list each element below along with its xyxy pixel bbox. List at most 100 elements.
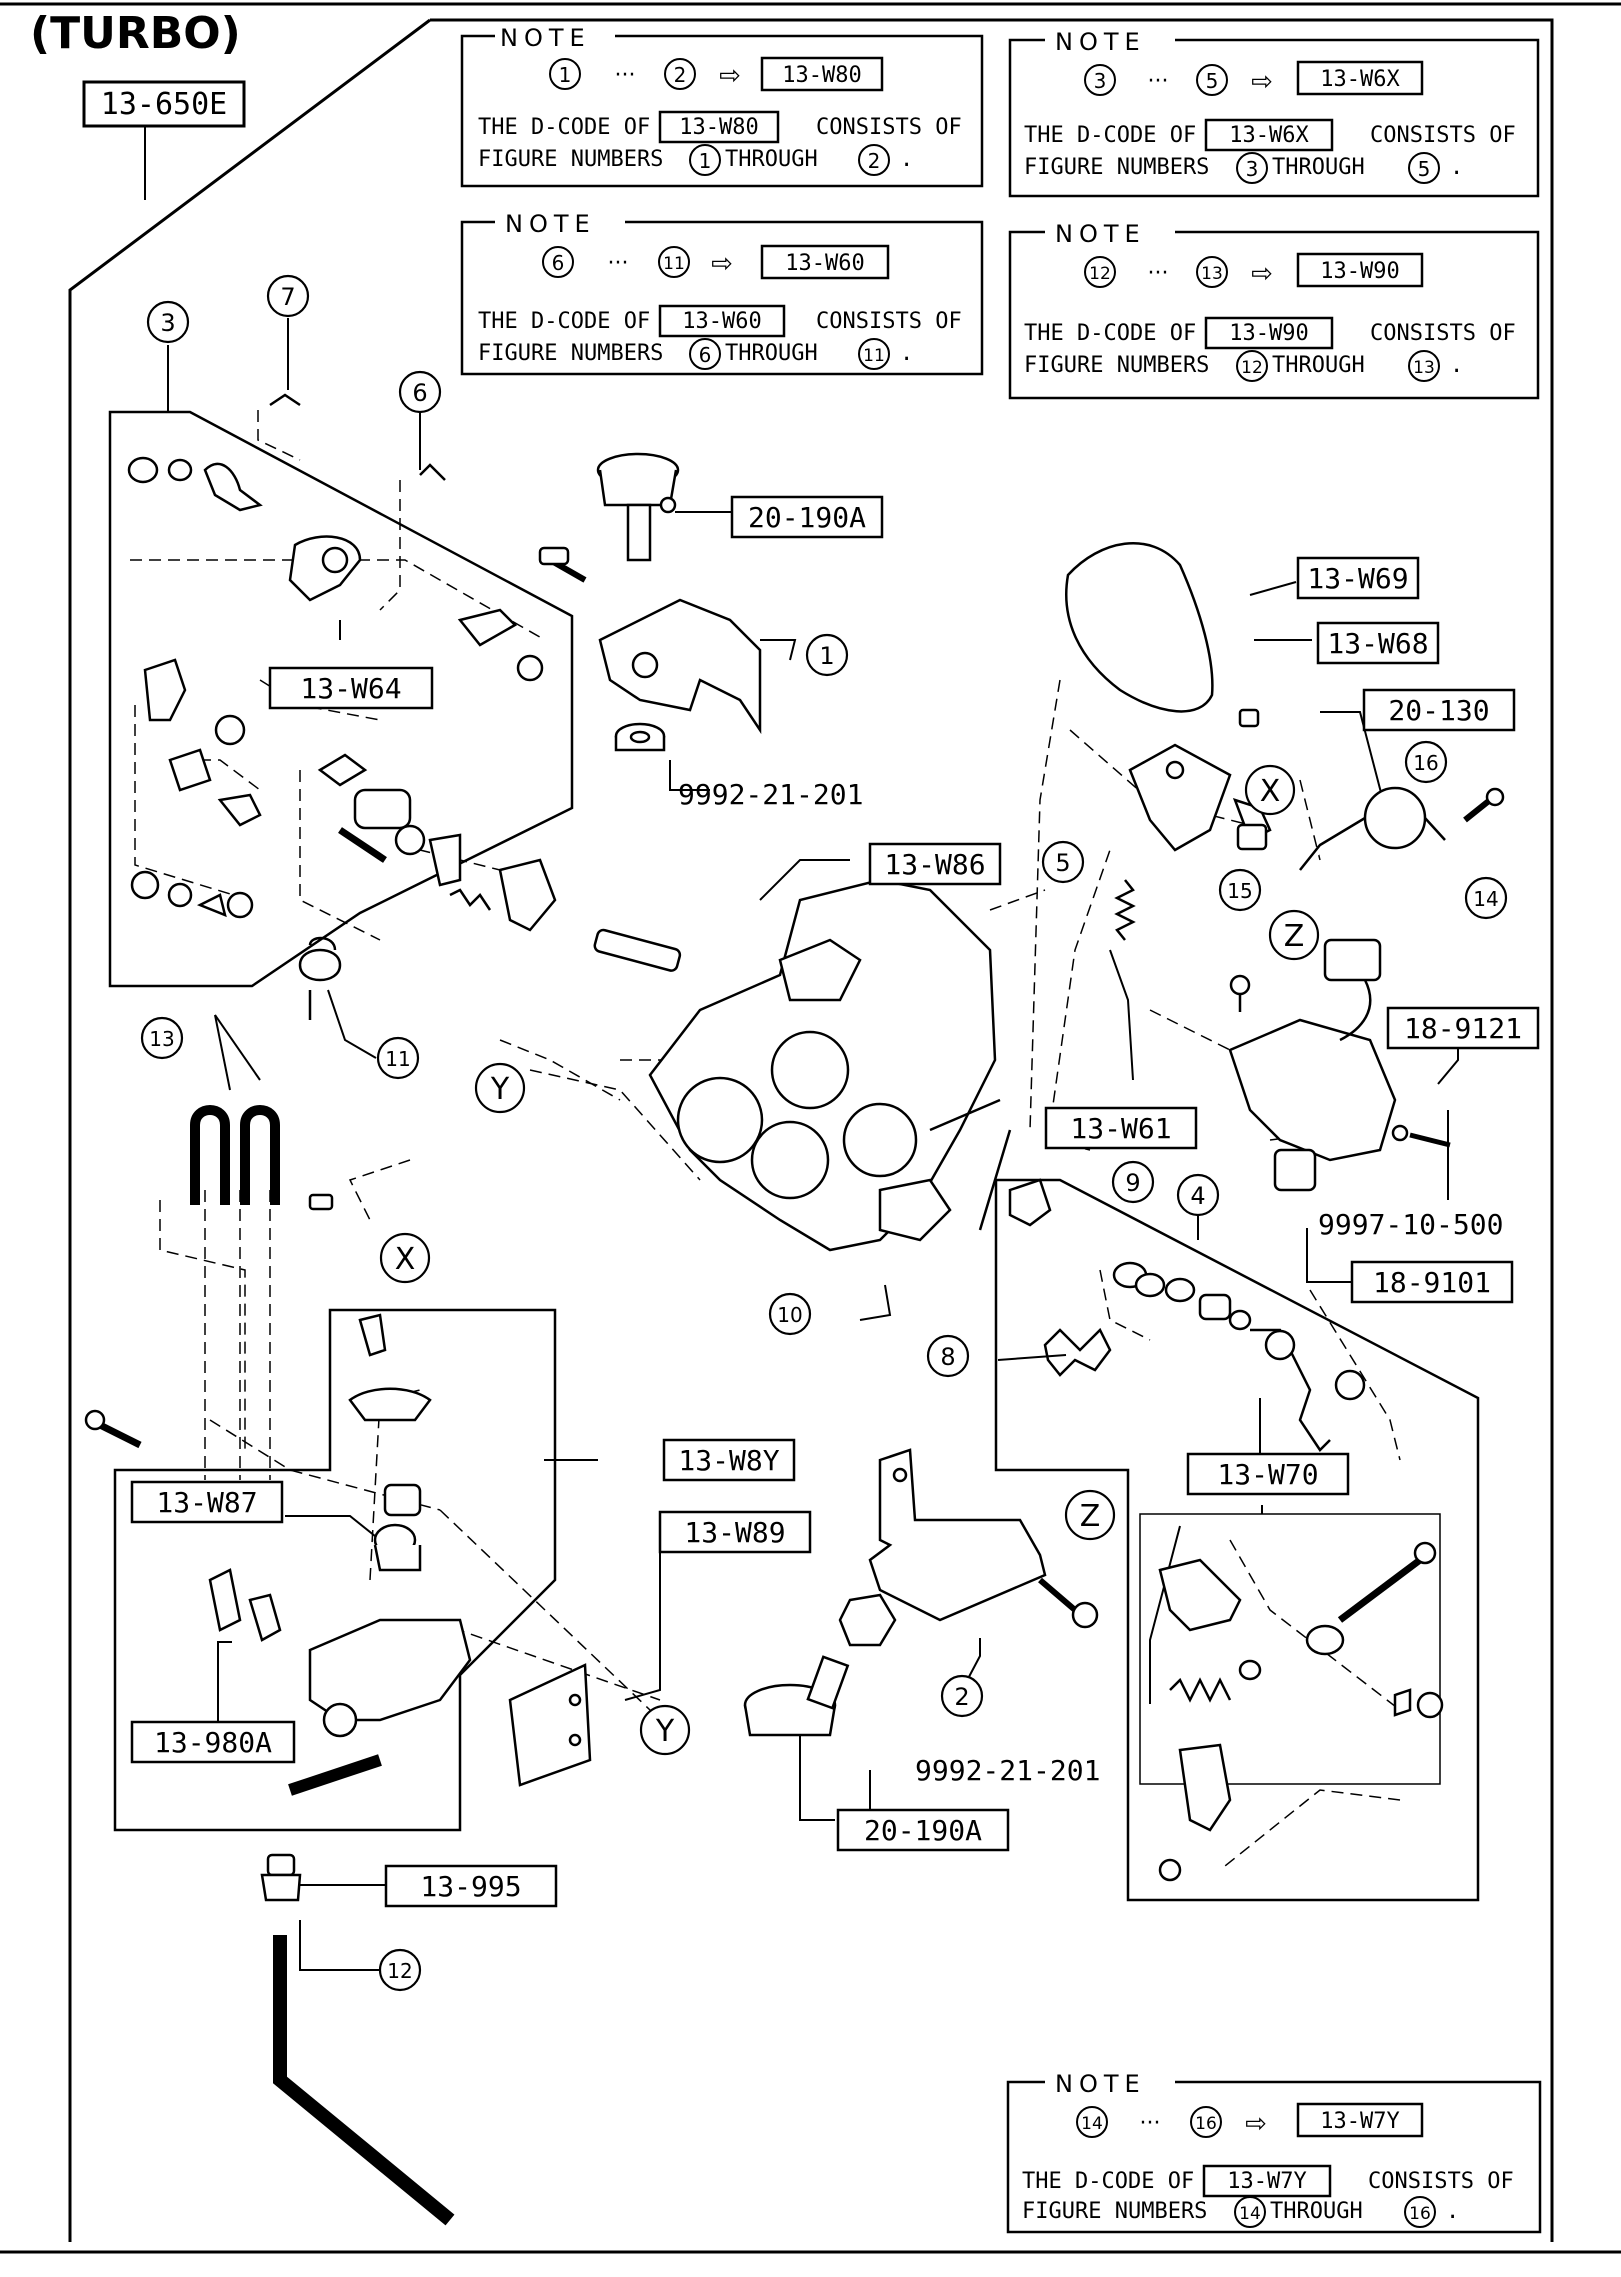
callout-2: 2 (940, 1674, 984, 1718)
group-panel-right-lower (994, 1178, 1480, 1902)
svg-text:9: 9 (1125, 1169, 1140, 1197)
svg-text:···: ··· (1140, 2111, 1161, 2136)
svg-text:Z: Z (1080, 1499, 1101, 1534)
svg-text:⇨: ⇨ (719, 61, 741, 91)
svg-text:3: 3 (1094, 69, 1107, 93)
svg-text:···: ··· (608, 251, 629, 276)
svg-text:20-190A: 20-190A (748, 501, 866, 534)
svg-text:13-W8Y: 13-W8Y (678, 1444, 779, 1477)
svg-text:FIGURE NUMBERS: FIGURE NUMBERS (1022, 2199, 1207, 2224)
part-label-13-995: 13-995 (384, 1864, 558, 1908)
part-label-13-W86: 13-W86 (868, 842, 1002, 886)
callout-10: 10 (768, 1292, 812, 1336)
note-box-2: NOTE 3 ··· 5 ⇨ 13-W6X THE D-CODE OF 13-W… (1008, 28, 1540, 198)
svg-text:13-W7Y: 13-W7Y (1227, 2169, 1306, 2194)
svg-text:13-980A: 13-980A (154, 1726, 272, 1759)
part-label-20-190A-bottom: 20-190A (836, 1808, 1010, 1852)
callout-16: 16 (1404, 740, 1448, 784)
svg-text:13: 13 (1201, 264, 1223, 284)
svg-text:⇨: ⇨ (1251, 259, 1273, 289)
svg-text:13-W90: 13-W90 (1320, 259, 1399, 284)
svg-text:THROUGH: THROUGH (725, 341, 818, 366)
callout-14: 14 (1464, 876, 1508, 920)
svg-text:16: 16 (1409, 2204, 1431, 2224)
svg-text:18-9101: 18-9101 (1373, 1266, 1491, 1299)
svg-text:THROUGH: THROUGH (725, 147, 818, 172)
svg-text:14: 14 (1239, 2204, 1261, 2224)
note-box-3: NOTE 6 ··· 11 ⇨ 13-W60 THE D-CODE OF 13-… (460, 210, 984, 376)
svg-text:.: . (1450, 155, 1463, 180)
svg-text:CONSISTS OF: CONSISTS OF (1370, 123, 1516, 148)
svg-text:6: 6 (699, 343, 712, 367)
svg-text:13-W87: 13-W87 (156, 1486, 257, 1519)
part-label-13-W61: 13-W61 (1044, 1106, 1198, 1150)
svg-text:THE D-CODE OF: THE D-CODE OF (1024, 123, 1196, 148)
svg-text:16: 16 (1195, 2114, 1217, 2134)
svg-text:NOTE: NOTE (505, 210, 596, 238)
callout-3: 3 (146, 300, 190, 344)
svg-text:THE D-CODE OF: THE D-CODE OF (1024, 321, 1196, 346)
callout-9: 9 (1111, 1160, 1155, 1204)
svg-text:7: 7 (280, 283, 295, 311)
callout-15: 15 (1218, 868, 1262, 912)
group-code-text: 13-650E (101, 87, 227, 122)
connector-z-lower: Z (1064, 1489, 1116, 1541)
svg-text:X: X (395, 1242, 416, 1277)
svg-text:1: 1 (559, 63, 572, 87)
svg-text:NOTE: NOTE (1055, 28, 1146, 56)
connector-z-upper: Z (1268, 909, 1320, 961)
part-drawings (84, 393, 1505, 2226)
svg-text:10: 10 (777, 1303, 802, 1327)
svg-text:···: ··· (1148, 261, 1169, 286)
svg-text:13-W6X: 13-W6X (1229, 123, 1309, 148)
svg-text:THE D-CODE OF: THE D-CODE OF (478, 309, 650, 334)
svg-text:CONSISTS OF: CONSISTS OF (816, 309, 962, 334)
part-code-labels: 20-190A 13-W69 13-W68 20-130 13-W64 9992… (130, 495, 1540, 1908)
svg-text:11: 11 (663, 254, 685, 274)
page-title: (TURBO) (30, 8, 241, 59)
svg-text:NOTE: NOTE (500, 24, 591, 52)
svg-text:13: 13 (1413, 358, 1435, 378)
svg-text:13-W70: 13-W70 (1217, 1458, 1318, 1491)
callout-5: 5 (1041, 840, 1085, 884)
svg-text:.: . (1450, 353, 1463, 378)
svg-text:3: 3 (160, 309, 175, 337)
svg-text:X: X (1260, 774, 1281, 809)
svg-text:2: 2 (868, 149, 881, 173)
svg-text:5: 5 (1206, 69, 1219, 93)
svg-text:14: 14 (1081, 2114, 1103, 2134)
callout-1: 1 (805, 633, 849, 677)
svg-text:.: . (900, 147, 913, 172)
callout-6: 6 (398, 370, 442, 414)
note-box-4: NOTE 12 ··· 13 ⇨ 13-W90 THE D-CODE OF 13… (1008, 220, 1540, 400)
svg-text:⇨: ⇨ (1251, 67, 1273, 97)
svg-text:13-W64: 13-W64 (300, 672, 401, 705)
svg-text:13-W80: 13-W80 (782, 63, 861, 88)
svg-text:Y: Y (655, 1714, 675, 1749)
connector-x-lower: X (379, 1232, 431, 1284)
svg-text:5: 5 (1055, 849, 1070, 877)
spring-9-drawing (1114, 879, 1136, 941)
connector-markers: X X Y Y Z Z (379, 764, 1320, 1756)
part-label-13-W87: 13-W87 (130, 1480, 284, 1524)
svg-text:FIGURE NUMBERS: FIGURE NUMBERS (1024, 155, 1209, 180)
part-label-20-190A-top: 20-190A (730, 495, 884, 539)
part-label-18-9121: 18-9121 (1386, 1006, 1540, 1050)
part-label-9992-top: 9992-21-201 (678, 778, 863, 811)
part-label-13-W64: 13-W64 (268, 666, 434, 710)
part-label-9997: 9997-10-500 (1318, 1208, 1503, 1241)
callout-12: 12 (378, 1948, 422, 1992)
svg-text:CONSISTS OF: CONSISTS OF (816, 115, 962, 140)
svg-text:THROUGH: THROUGH (1270, 2199, 1363, 2224)
part-label-13-W70: 13-W70 (1186, 1452, 1350, 1496)
svg-text:.: . (1446, 2199, 1459, 2224)
svg-text:THE D-CODE OF: THE D-CODE OF (1022, 2169, 1194, 2194)
svg-text:9992-21-201: 9992-21-201 (915, 1754, 1100, 1787)
part-label-18-9101: 18-9101 (1350, 1260, 1514, 1304)
svg-text:13-W60: 13-W60 (785, 251, 864, 276)
svg-text:···: ··· (1148, 69, 1169, 94)
svg-text:20-190A: 20-190A (864, 1814, 982, 1847)
svg-text:⇨: ⇨ (1245, 2109, 1267, 2139)
svg-text:.: . (900, 341, 913, 366)
